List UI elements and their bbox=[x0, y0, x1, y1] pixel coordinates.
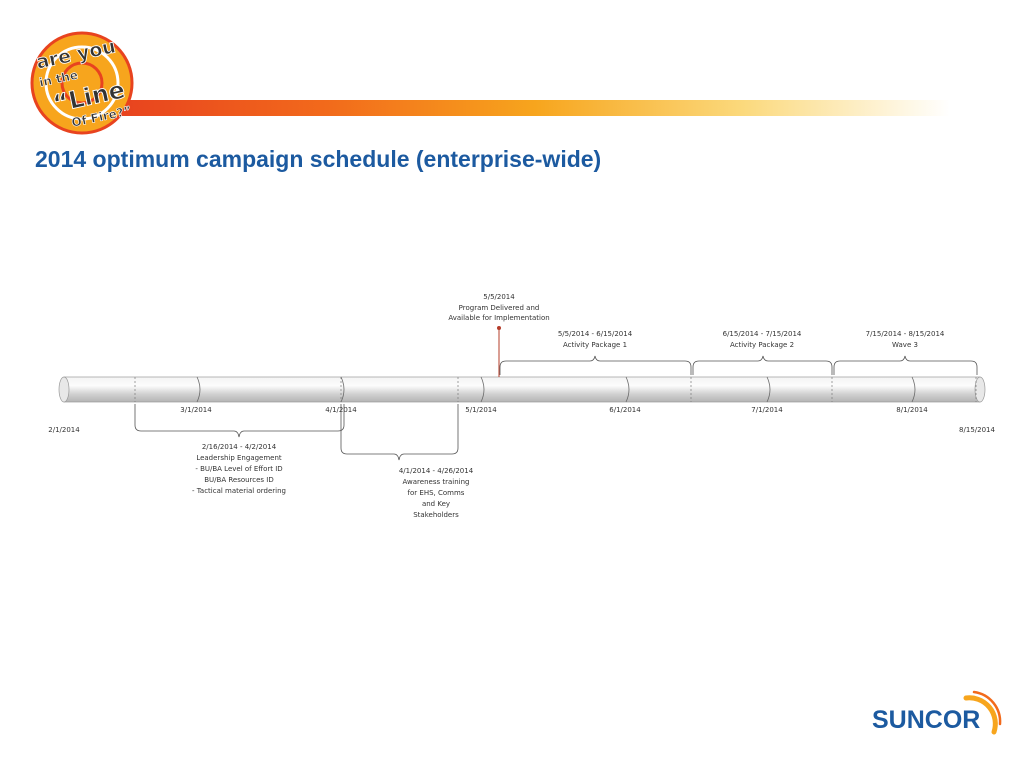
span-name: Activity Package 1 bbox=[563, 341, 627, 349]
span-dates: 5/5/2014 - 6/15/2014 bbox=[558, 330, 633, 338]
span-text: Leadership Engagement bbox=[196, 454, 282, 462]
span-bracket bbox=[499, 355, 692, 375]
tick-mark bbox=[766, 376, 771, 403]
svg-text:SUNCOR: SUNCOR bbox=[872, 706, 980, 734]
span-text: 4/1/2014 - 4/26/2014 bbox=[399, 467, 474, 475]
span-dates: 6/15/2014 - 7/15/2014 bbox=[723, 330, 802, 338]
span-dates: 7/15/2014 - 8/15/2014 bbox=[866, 330, 945, 338]
header-gradient-bar bbox=[120, 100, 950, 116]
tick-mark bbox=[911, 376, 916, 403]
span-text: - BU/BA Level of Effort ID bbox=[195, 465, 282, 473]
span-bracket bbox=[134, 404, 345, 438]
suncor-logo: SUNCOR bbox=[872, 690, 1002, 735]
tick-label: 6/1/2014 bbox=[609, 406, 641, 414]
page-title: 2014 optimum campaign schedule (enterpri… bbox=[35, 146, 602, 172]
span-text: and Key bbox=[422, 500, 450, 508]
milestone-date: 5/5/2014 bbox=[483, 293, 515, 301]
end-date-label: 8/15/2014 bbox=[959, 426, 995, 434]
span-text: Stakeholders bbox=[413, 511, 459, 519]
span-text: BU/BA Resources ID bbox=[204, 476, 274, 484]
span-text: for EHS, Comms bbox=[408, 489, 465, 497]
span-name: Activity Package 2 bbox=[730, 341, 794, 349]
span-text: - Tactical material ordering bbox=[192, 487, 286, 495]
milestone-label: Program Delivered and bbox=[459, 304, 540, 312]
line-of-fire-logo: are you in the “Line Of Fire?” bbox=[30, 31, 134, 135]
span-bracket bbox=[692, 355, 833, 375]
span-text: Awareness training bbox=[403, 478, 470, 486]
milestone-label: Available for Implementation bbox=[448, 314, 549, 322]
timeline-bar bbox=[58, 376, 986, 403]
tick-mark bbox=[625, 376, 630, 403]
tick-mark bbox=[480, 376, 485, 403]
span-bracket bbox=[833, 355, 978, 375]
tick-mark bbox=[340, 376, 345, 403]
tick-mark bbox=[196, 376, 201, 403]
span-name: Wave 3 bbox=[892, 341, 918, 349]
span-bracket bbox=[340, 404, 459, 461]
tick-label: 5/1/2014 bbox=[465, 406, 497, 414]
start-date-label: 2/1/2014 bbox=[48, 426, 80, 434]
tick-label: 8/1/2014 bbox=[896, 406, 928, 414]
milestone-marker bbox=[497, 326, 501, 377]
span-text: 2/16/2014 - 4/2/2014 bbox=[202, 443, 277, 451]
tick-label: 7/1/2014 bbox=[751, 406, 783, 414]
tick-label: 3/1/2014 bbox=[180, 406, 212, 414]
